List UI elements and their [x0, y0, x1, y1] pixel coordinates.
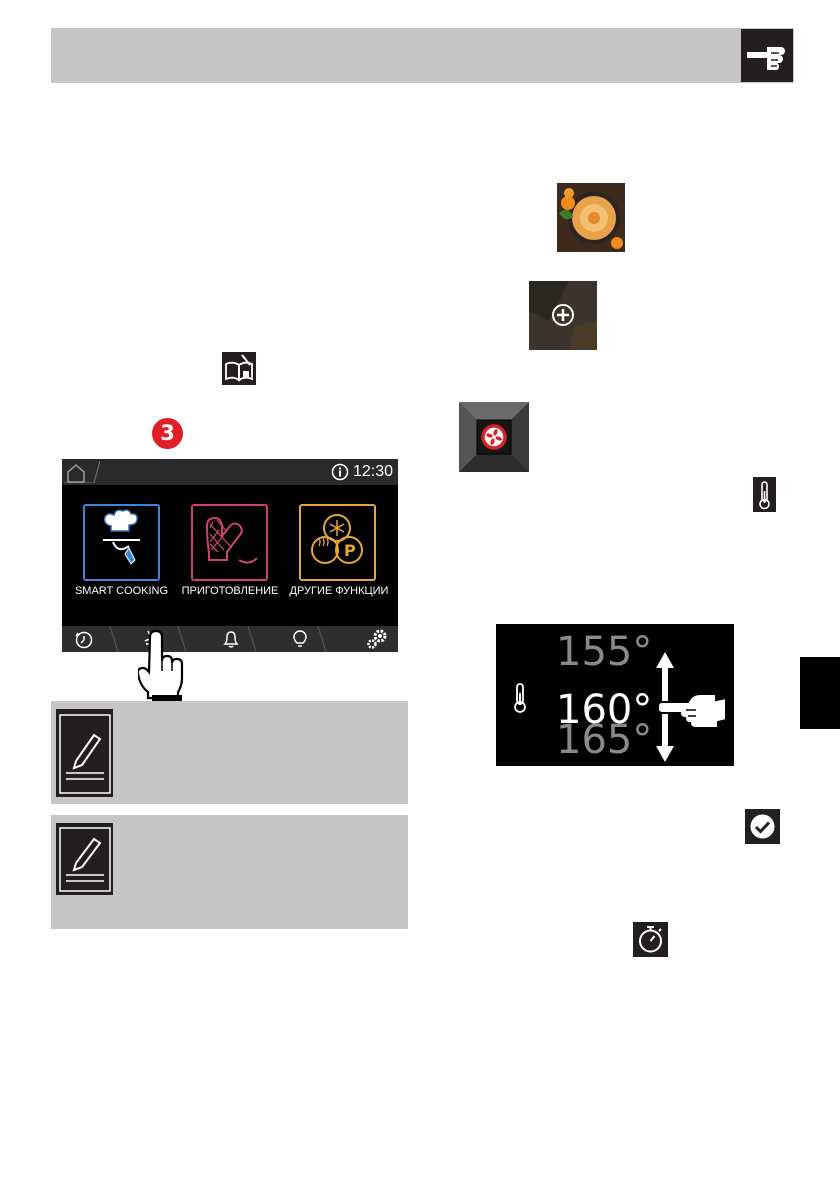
chef-icon	[103, 509, 140, 565]
page-header-bar	[51, 28, 794, 83]
info-icon[interactable]	[331, 463, 349, 481]
other-functions-icon: P	[311, 514, 363, 564]
stopwatch-icon[interactable]	[633, 922, 668, 957]
smart-cooking-label: SMART COOKING	[74, 585, 169, 597]
temperature-option-below[interactable]: 165°	[556, 717, 653, 763]
clock-display: 12:30	[353, 463, 394, 480]
timer-icon[interactable]	[74, 629, 94, 649]
other-functions-tile[interactable]: P	[299, 504, 376, 581]
settings-icon[interactable]	[365, 628, 389, 650]
swipe-hand-icon	[656, 688, 730, 732]
oven-mitt-icon	[205, 516, 258, 564]
recipe-book-icon	[222, 352, 256, 385]
note-box-1	[51, 701, 408, 804]
home-icon[interactable]	[64, 460, 101, 484]
note-box-2	[51, 815, 408, 929]
touch-hand-icon	[136, 629, 190, 707]
confirm-check-icon[interactable]	[745, 809, 780, 844]
note-pencil-icon	[56, 709, 113, 797]
bulb-icon[interactable]	[290, 629, 310, 649]
fan-mode-icon[interactable]	[459, 402, 529, 472]
cooking-label: ПРИГОТОВЛЕНИЕ	[181, 585, 279, 597]
thermometer-icon	[753, 477, 776, 512]
temperature-selected-value[interactable]: 160°	[556, 687, 653, 733]
temperature-option-above[interactable]: 155°	[556, 629, 653, 675]
smart-cooking-tile[interactable]	[83, 504, 160, 581]
oven-top-bar	[62, 459, 398, 485]
step-number-badge: 3	[152, 418, 183, 449]
note-pencil-icon	[56, 823, 113, 895]
cooking-tile[interactable]	[191, 504, 268, 581]
recipe-photo[interactable]	[557, 183, 625, 252]
svg-text:P: P	[344, 541, 356, 560]
chapter-side-tab	[800, 657, 840, 729]
oven-bottom-bar	[62, 626, 398, 652]
thermometer-icon	[510, 682, 530, 714]
oven-display-screen: 12:30 SMART COOKING ПРИГОТОВЛЕНИЕ P ДРУГ…	[62, 459, 398, 652]
add-recipe-button[interactable]	[529, 281, 597, 350]
bell-icon[interactable]	[221, 629, 241, 649]
other-functions-label: ДРУГИЕ ФУНКЦИИ	[289, 585, 389, 597]
temperature-selector-screen[interactable]: 155° 160° 165°	[496, 624, 734, 766]
pointing-hand-icon	[741, 29, 793, 82]
